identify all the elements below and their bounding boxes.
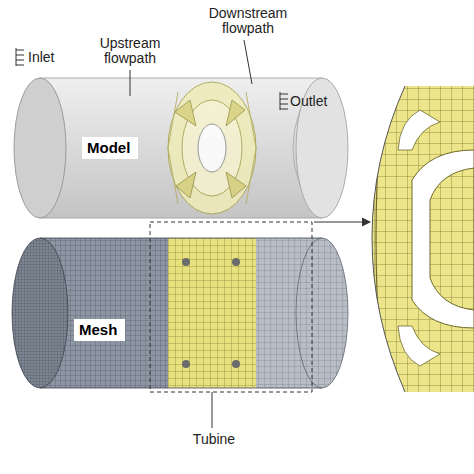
leader-line	[244, 40, 252, 84]
flowpath-label: Downstream flowpath	[200, 6, 296, 36]
boundary-label: Inlet	[28, 50, 68, 65]
zoom-outline	[372, 86, 405, 392]
node-text: Mesh	[79, 321, 117, 338]
turbine-model	[168, 82, 256, 214]
model-label-box: Model	[82, 137, 138, 159]
zoomed-mesh	[370, 86, 474, 392]
boundary-label: Outlet	[290, 94, 340, 109]
zoom-frame	[150, 222, 312, 392]
flowpath-label: Upstream flowpath	[84, 36, 176, 66]
zoom-arrow	[314, 221, 370, 222]
leader-line	[212, 392, 213, 428]
leader-line	[130, 70, 131, 96]
mesh-cylinder	[12, 238, 348, 388]
model-cylinder	[14, 78, 348, 218]
outlet-flow-icon	[280, 92, 288, 110]
mesh-label-box: Mesh	[74, 319, 125, 341]
node-text: Model	[87, 139, 130, 156]
part-label: Tubine	[186, 432, 242, 447]
inlet-flow-icon	[16, 48, 24, 66]
